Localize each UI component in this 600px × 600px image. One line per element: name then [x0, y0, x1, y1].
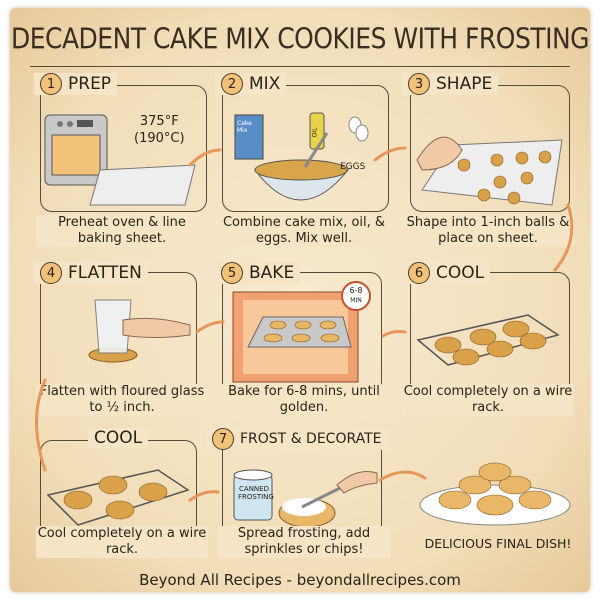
- step-1-caption: Preheat oven & line baking sheet.: [36, 215, 208, 247]
- arrow-3-to-6: [553, 203, 574, 272]
- eggs-label: EGGS: [340, 162, 366, 172]
- step-title: SHAPE: [436, 74, 493, 94]
- step-title: MIX: [249, 74, 281, 94]
- step-5-caption: Bake for 6-8 mins, until golden.: [218, 384, 390, 416]
- step-7-header: 7 FROST & DECORATE: [206, 428, 388, 450]
- step-4-header: 4 FLATTEN: [34, 262, 148, 284]
- step-7-caption: Spread frosting, add sprinkles or chips!: [218, 526, 390, 558]
- step-number-badge: 2: [221, 73, 243, 95]
- timer-value: 6-8: [349, 286, 363, 295]
- mixing-bowl-illustration: [234, 112, 369, 201]
- step-5-header: 5 BAKE: [215, 262, 301, 284]
- temp-c: (190°C): [134, 131, 185, 146]
- glass-flatten-illustration: [88, 299, 191, 363]
- wire-rack-illustration: [416, 314, 560, 366]
- cool-step-header: COOL: [88, 428, 149, 448]
- arrow-1-to-2: [188, 148, 222, 167]
- step-1-frame: [40, 85, 207, 212]
- step-title: COOL: [94, 428, 143, 448]
- cool-step-caption: Cool completely on a wire rack.: [36, 526, 208, 558]
- temp-f: 375°F: [139, 114, 179, 129]
- step-number-badge: 1: [40, 73, 62, 95]
- frosting-illustration: [233, 469, 378, 528]
- step-1-header: 1 PREP: [34, 73, 118, 95]
- step-3-header: 3 SHAPE: [402, 73, 499, 95]
- step-number-badge: 7: [212, 428, 234, 450]
- step-title: COOL: [436, 263, 485, 283]
- step-title: FLATTEN: [68, 263, 142, 283]
- canned-frosting-label: CANNED FROSTING: [238, 485, 274, 501]
- step-number-badge: 5: [221, 262, 243, 284]
- step-title: FROST & DECORATE: [240, 431, 382, 447]
- final-dish-label: DELICIOUS FINAL DISH!: [424, 536, 572, 551]
- arrow-cool-to-7: [188, 490, 220, 502]
- arrow-7-to-final: [378, 470, 427, 482]
- step-title: PREP: [68, 74, 112, 94]
- title-divider: [30, 66, 570, 67]
- timer-unit: MIN: [350, 297, 362, 304]
- page-title: DECADENT CAKE MIX COOKIES WITH FROSTING: [10, 21, 590, 56]
- final-cookie-plate-illustration: [419, 462, 571, 526]
- oven-illustration: [44, 114, 196, 206]
- arrow-2-to-3: [373, 146, 407, 162]
- arrow-6-to-5: [381, 330, 407, 338]
- step-4-caption: Flatten with floured glass to ½ inch.: [36, 384, 208, 416]
- step-6-header: 6 COOL: [402, 262, 491, 284]
- cake-mix-box-label: Cake Mix: [237, 120, 252, 134]
- footer-credit: Beyond All Recipes - beyondallrecipes.co…: [139, 571, 461, 589]
- step-number-badge: 4: [40, 262, 62, 284]
- baking-oven-illustration: [232, 291, 359, 383]
- step-6-caption: Cool completely on a wire rack.: [402, 384, 574, 416]
- step-number-badge: 6: [408, 262, 430, 284]
- wire-rack-illustration: [46, 469, 190, 526]
- dough-balls-illustration: [416, 136, 563, 206]
- step-number-badge: 3: [408, 73, 430, 95]
- step-title: BAKE: [249, 263, 295, 283]
- step-2-caption: Combine cake mix, oil, & eggs. Mix well.: [218, 215, 390, 247]
- arrow-5-to-4: [195, 320, 225, 334]
- step-3-caption: Shape into 1-inch balls & place on sheet…: [402, 215, 574, 247]
- step-2-header: 2 MIX: [215, 73, 287, 95]
- temperature-note: 375°F (190°C): [134, 113, 185, 147]
- arrow-4-to-cool: [35, 378, 47, 472]
- step-2-frame: [222, 85, 389, 212]
